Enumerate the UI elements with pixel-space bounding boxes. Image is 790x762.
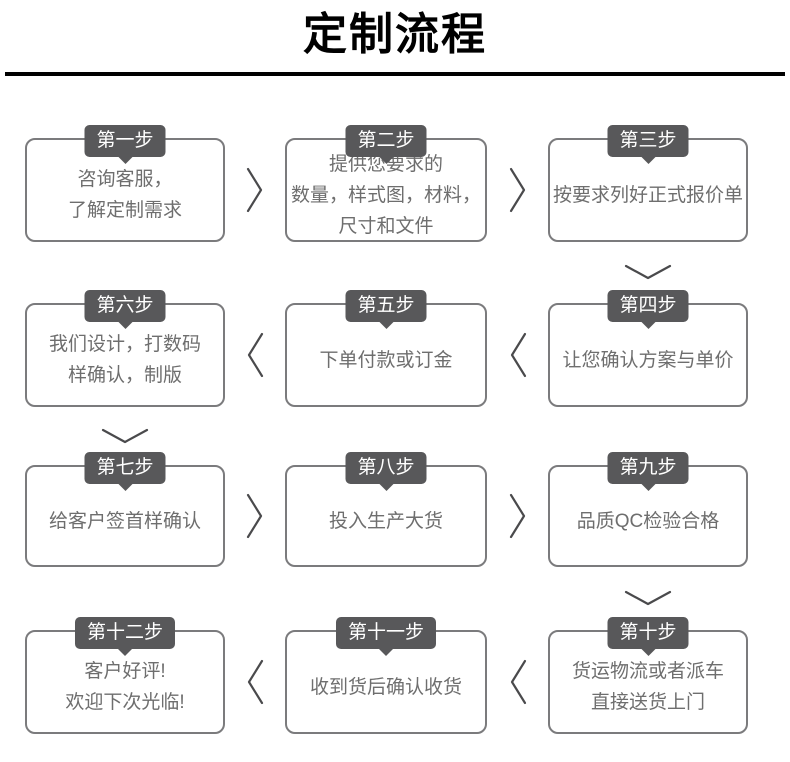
step-6-badge: 第六步 xyxy=(84,290,166,322)
chevron-left-icon xyxy=(247,659,264,705)
chevron-left-icon xyxy=(510,659,526,705)
step-7-text: 给客户签首样确认 xyxy=(48,510,201,532)
step-6: 第六步 我们设计，打数码 样确认，制版 xyxy=(25,290,225,407)
chevron-left-icon xyxy=(247,332,264,378)
arrow-step4-to-step5 xyxy=(487,303,548,407)
arrow-step6-to-step7 xyxy=(25,407,225,465)
step-3-text: 按要求列好正式报价单 xyxy=(552,184,743,206)
step-12-text: 客户好评! 欢迎下次光临! xyxy=(65,661,185,713)
page-title: 定制流程 xyxy=(303,10,487,59)
step-11-badge: 第十一步 xyxy=(335,617,437,649)
step-1-text: 咨询客服， 了解定制需求 xyxy=(67,169,182,221)
chevron-down-icon xyxy=(624,264,672,280)
step-5: 第五步 下单付款或订金 xyxy=(285,290,487,407)
arrow-step10-to-step11 xyxy=(487,630,548,734)
custom-process-page: 定制流程 第一步 咨询客服， 了解定制需求 第二步 提供您要求的 数量，样式图，… xyxy=(0,8,790,762)
arrow-step9-to-step10 xyxy=(548,567,748,630)
step-9-badge: 第九步 xyxy=(607,452,689,484)
step-10-text: 货运物流或者派车 直接送货上门 xyxy=(571,661,724,713)
step-10-badge: 第十步 xyxy=(607,617,689,649)
step-11: 第十一步 收到货后确认收货 xyxy=(285,617,487,734)
step-10: 第十步 货运物流或者派车 直接送货上门 xyxy=(548,617,748,734)
step-4-text: 让您确认方案与单价 xyxy=(562,349,734,371)
step-5-text: 下单付款或订金 xyxy=(319,349,453,371)
arrow-step2-to-step3 xyxy=(487,138,548,242)
process-flowchart: 第一步 咨询客服， 了解定制需求 第二步 提供您要求的 数量，样式图，材料， 尺… xyxy=(25,125,748,734)
step-4: 第四步 让您确认方案与单价 xyxy=(548,290,748,407)
chevron-down-icon xyxy=(624,590,672,606)
step-2-text: 提供您要求的 数量，样式图，材料， 尺寸和文件 xyxy=(290,153,481,237)
step-11-text: 收到货后确认收货 xyxy=(309,676,462,698)
chevron-right-icon xyxy=(246,493,263,539)
chevron-right-icon xyxy=(246,167,263,213)
step-4-badge: 第四步 xyxy=(607,290,689,322)
step-12: 第十二步 客户好评! 欢迎下次光临! xyxy=(25,617,225,734)
chevron-right-icon xyxy=(509,493,525,539)
step-9: 第九步 品质QC检验合格 xyxy=(548,452,748,567)
arrow-step5-to-step6 xyxy=(225,303,285,407)
chevron-left-icon xyxy=(510,332,526,378)
step-12-badge: 第十二步 xyxy=(74,617,176,649)
step-5-badge: 第五步 xyxy=(345,290,427,322)
title-divider xyxy=(5,72,785,76)
arrow-step7-to-step8 xyxy=(225,465,285,567)
step-7: 第七步 给客户签首样确认 xyxy=(25,452,225,567)
arrow-step3-to-step4 xyxy=(548,242,748,303)
step-8-text: 投入生产大货 xyxy=(328,510,443,532)
chevron-right-icon xyxy=(509,167,525,213)
step-6-text: 我们设计，打数码 样确认，制版 xyxy=(48,334,201,386)
arrow-step1-to-step2 xyxy=(225,138,285,242)
step-8: 第八步 投入生产大货 xyxy=(285,452,487,567)
step-3-badge: 第三步 xyxy=(607,125,689,157)
arrow-step11-to-step12 xyxy=(225,630,285,734)
arrow-step8-to-step9 xyxy=(487,465,548,567)
step-2: 第二步 提供您要求的 数量，样式图，材料， 尺寸和文件 xyxy=(285,125,487,242)
step-9-text: 品质QC检验合格 xyxy=(576,510,720,532)
step-1: 第一步 咨询客服， 了解定制需求 xyxy=(25,125,225,242)
step-2-badge: 第二步 xyxy=(345,125,427,157)
step-8-badge: 第八步 xyxy=(345,452,427,484)
chevron-down-icon xyxy=(101,428,149,443)
step-3: 第三步 按要求列好正式报价单 xyxy=(548,125,748,242)
step-7-badge: 第七步 xyxy=(84,452,166,484)
step-1-badge: 第一步 xyxy=(84,125,166,157)
